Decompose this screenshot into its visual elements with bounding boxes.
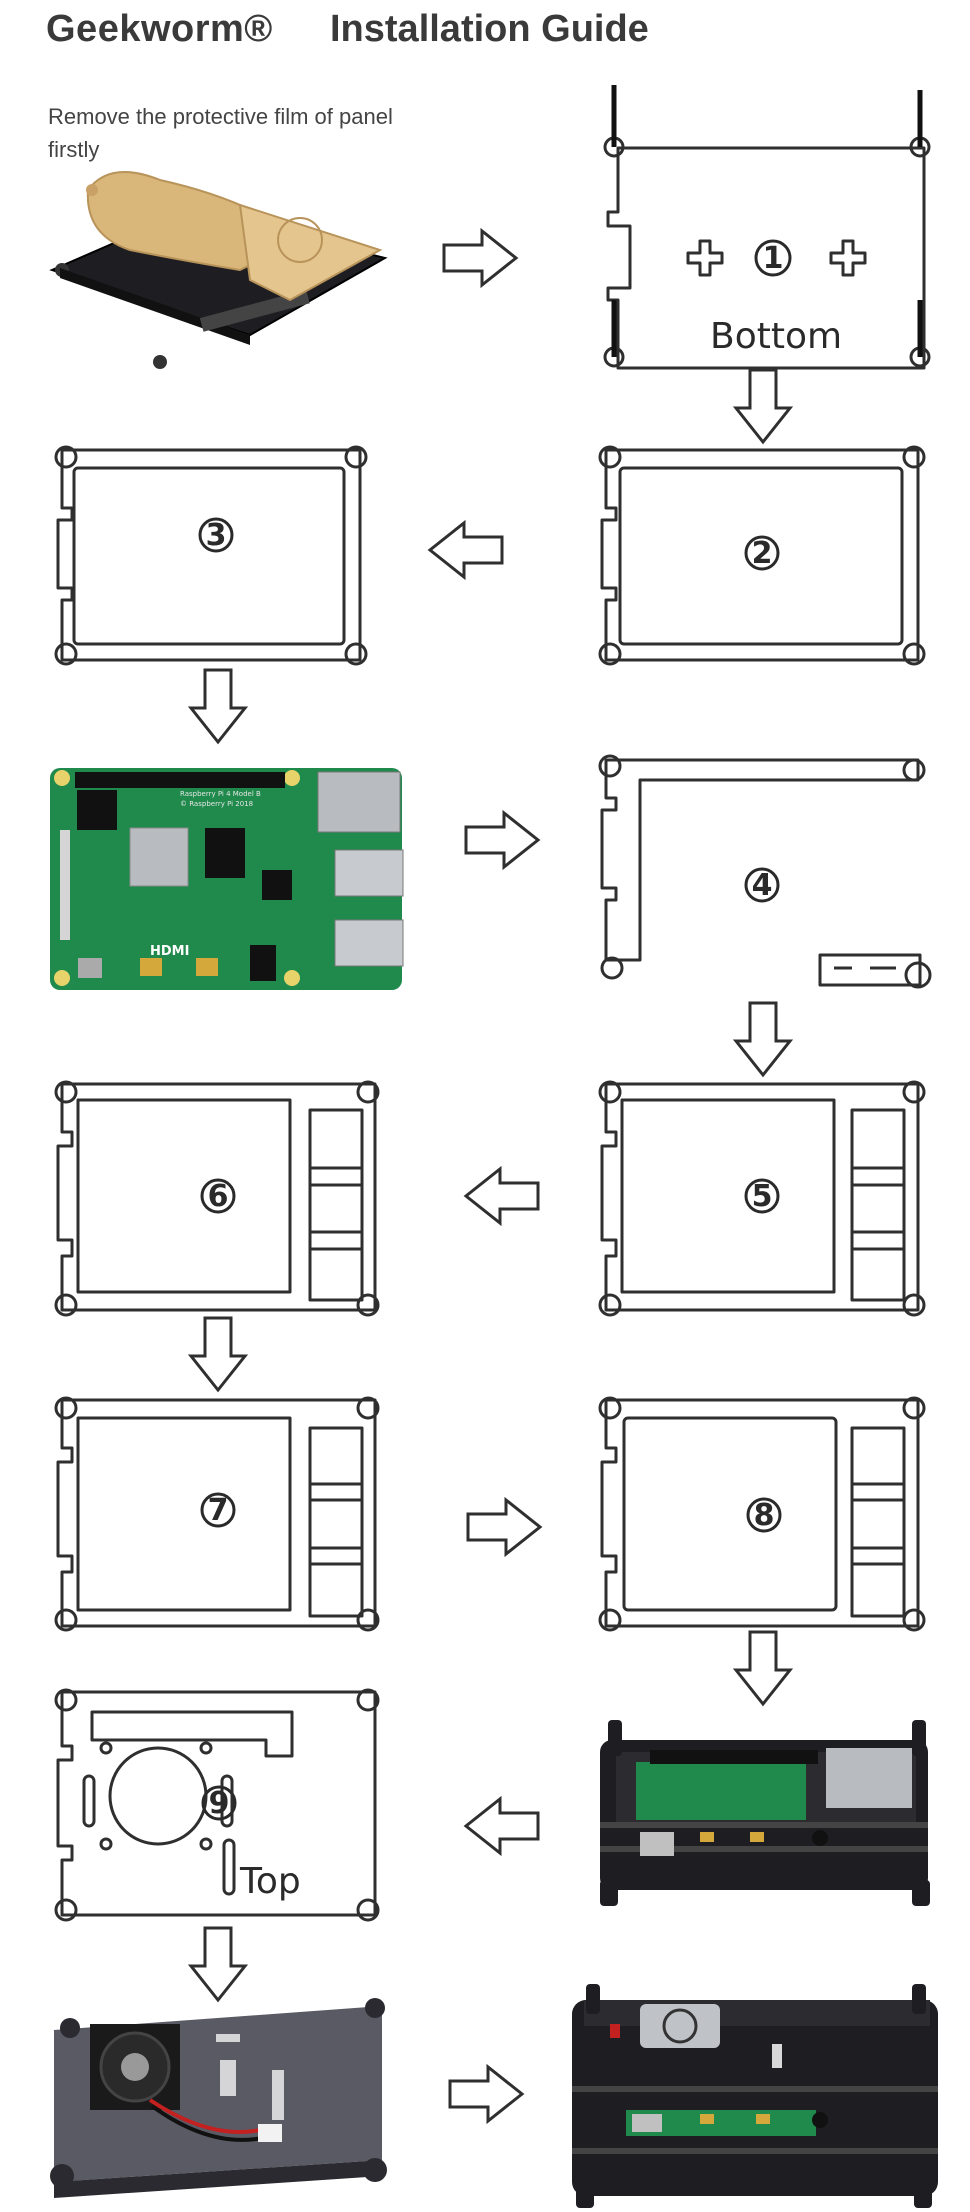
arrow-down-2 (189, 668, 247, 744)
plate-step-4: 4 (598, 754, 932, 989)
board-silkscreen-2: © Raspberry Pi 2018 (180, 800, 253, 808)
step-number-1: 1 (763, 241, 784, 276)
arrow-right-3 (466, 1498, 542, 1556)
plate-step-3: 3 (54, 445, 368, 666)
plate-step-6: 6 (54, 1080, 380, 1317)
arrow-right-2 (464, 811, 540, 869)
arrow-right-4 (448, 2065, 524, 2123)
plate-step-7: 7 (54, 1396, 380, 1632)
arrow-left-1 (428, 521, 504, 579)
fan-mounted-top-plate-photo (50, 1998, 387, 2198)
assembled-case-photo-final (572, 1984, 938, 2208)
arrow-down-6 (189, 1926, 247, 2002)
plate-step-2: 2 (598, 445, 926, 666)
film-removal-photo (49, 171, 388, 369)
plate-step-5: 5 (598, 1080, 926, 1317)
step-number-7: 7 (208, 1493, 229, 1528)
board-hdmi-label: HDMI (150, 944, 189, 959)
assembled-case-photo-1 (600, 1720, 930, 1906)
step-number-5: 5 (752, 1179, 773, 1214)
step-number-9: 9 (209, 1786, 230, 1821)
plate-step-8: 8 (598, 1396, 926, 1632)
arrow-down-4 (189, 1316, 247, 1392)
arrow-down-5 (734, 1630, 792, 1706)
step-label-bottom: Bottom (710, 316, 842, 357)
intro-instruction: Remove the protective film of panel firs… (48, 104, 393, 162)
arrow-left-3 (464, 1797, 540, 1855)
arrow-right-1 (442, 229, 518, 287)
board-silkscreen-1: Raspberry Pi 4 Model B (180, 790, 261, 798)
plate-step-1-bottom: 1 Bottom (603, 85, 931, 370)
step-number-8: 8 (754, 1498, 775, 1533)
arrow-down-3 (734, 1001, 792, 1077)
brand-logo: Geekworm® (46, 8, 273, 50)
raspberry-pi-board-photo: Raspberry Pi 4 Model B © Raspberry Pi 20… (50, 768, 404, 990)
page-title: Installation Guide (330, 8, 649, 50)
step-number-4: 4 (752, 868, 773, 903)
step-label-top: Top (239, 1861, 301, 1902)
step-number-3: 3 (206, 518, 227, 553)
step-number-6: 6 (208, 1179, 229, 1214)
step-number-2: 2 (752, 536, 773, 571)
plate-step-9-top: 9 Top (54, 1688, 380, 1922)
arrow-down-1 (734, 368, 792, 444)
arrow-left-2 (464, 1167, 540, 1225)
